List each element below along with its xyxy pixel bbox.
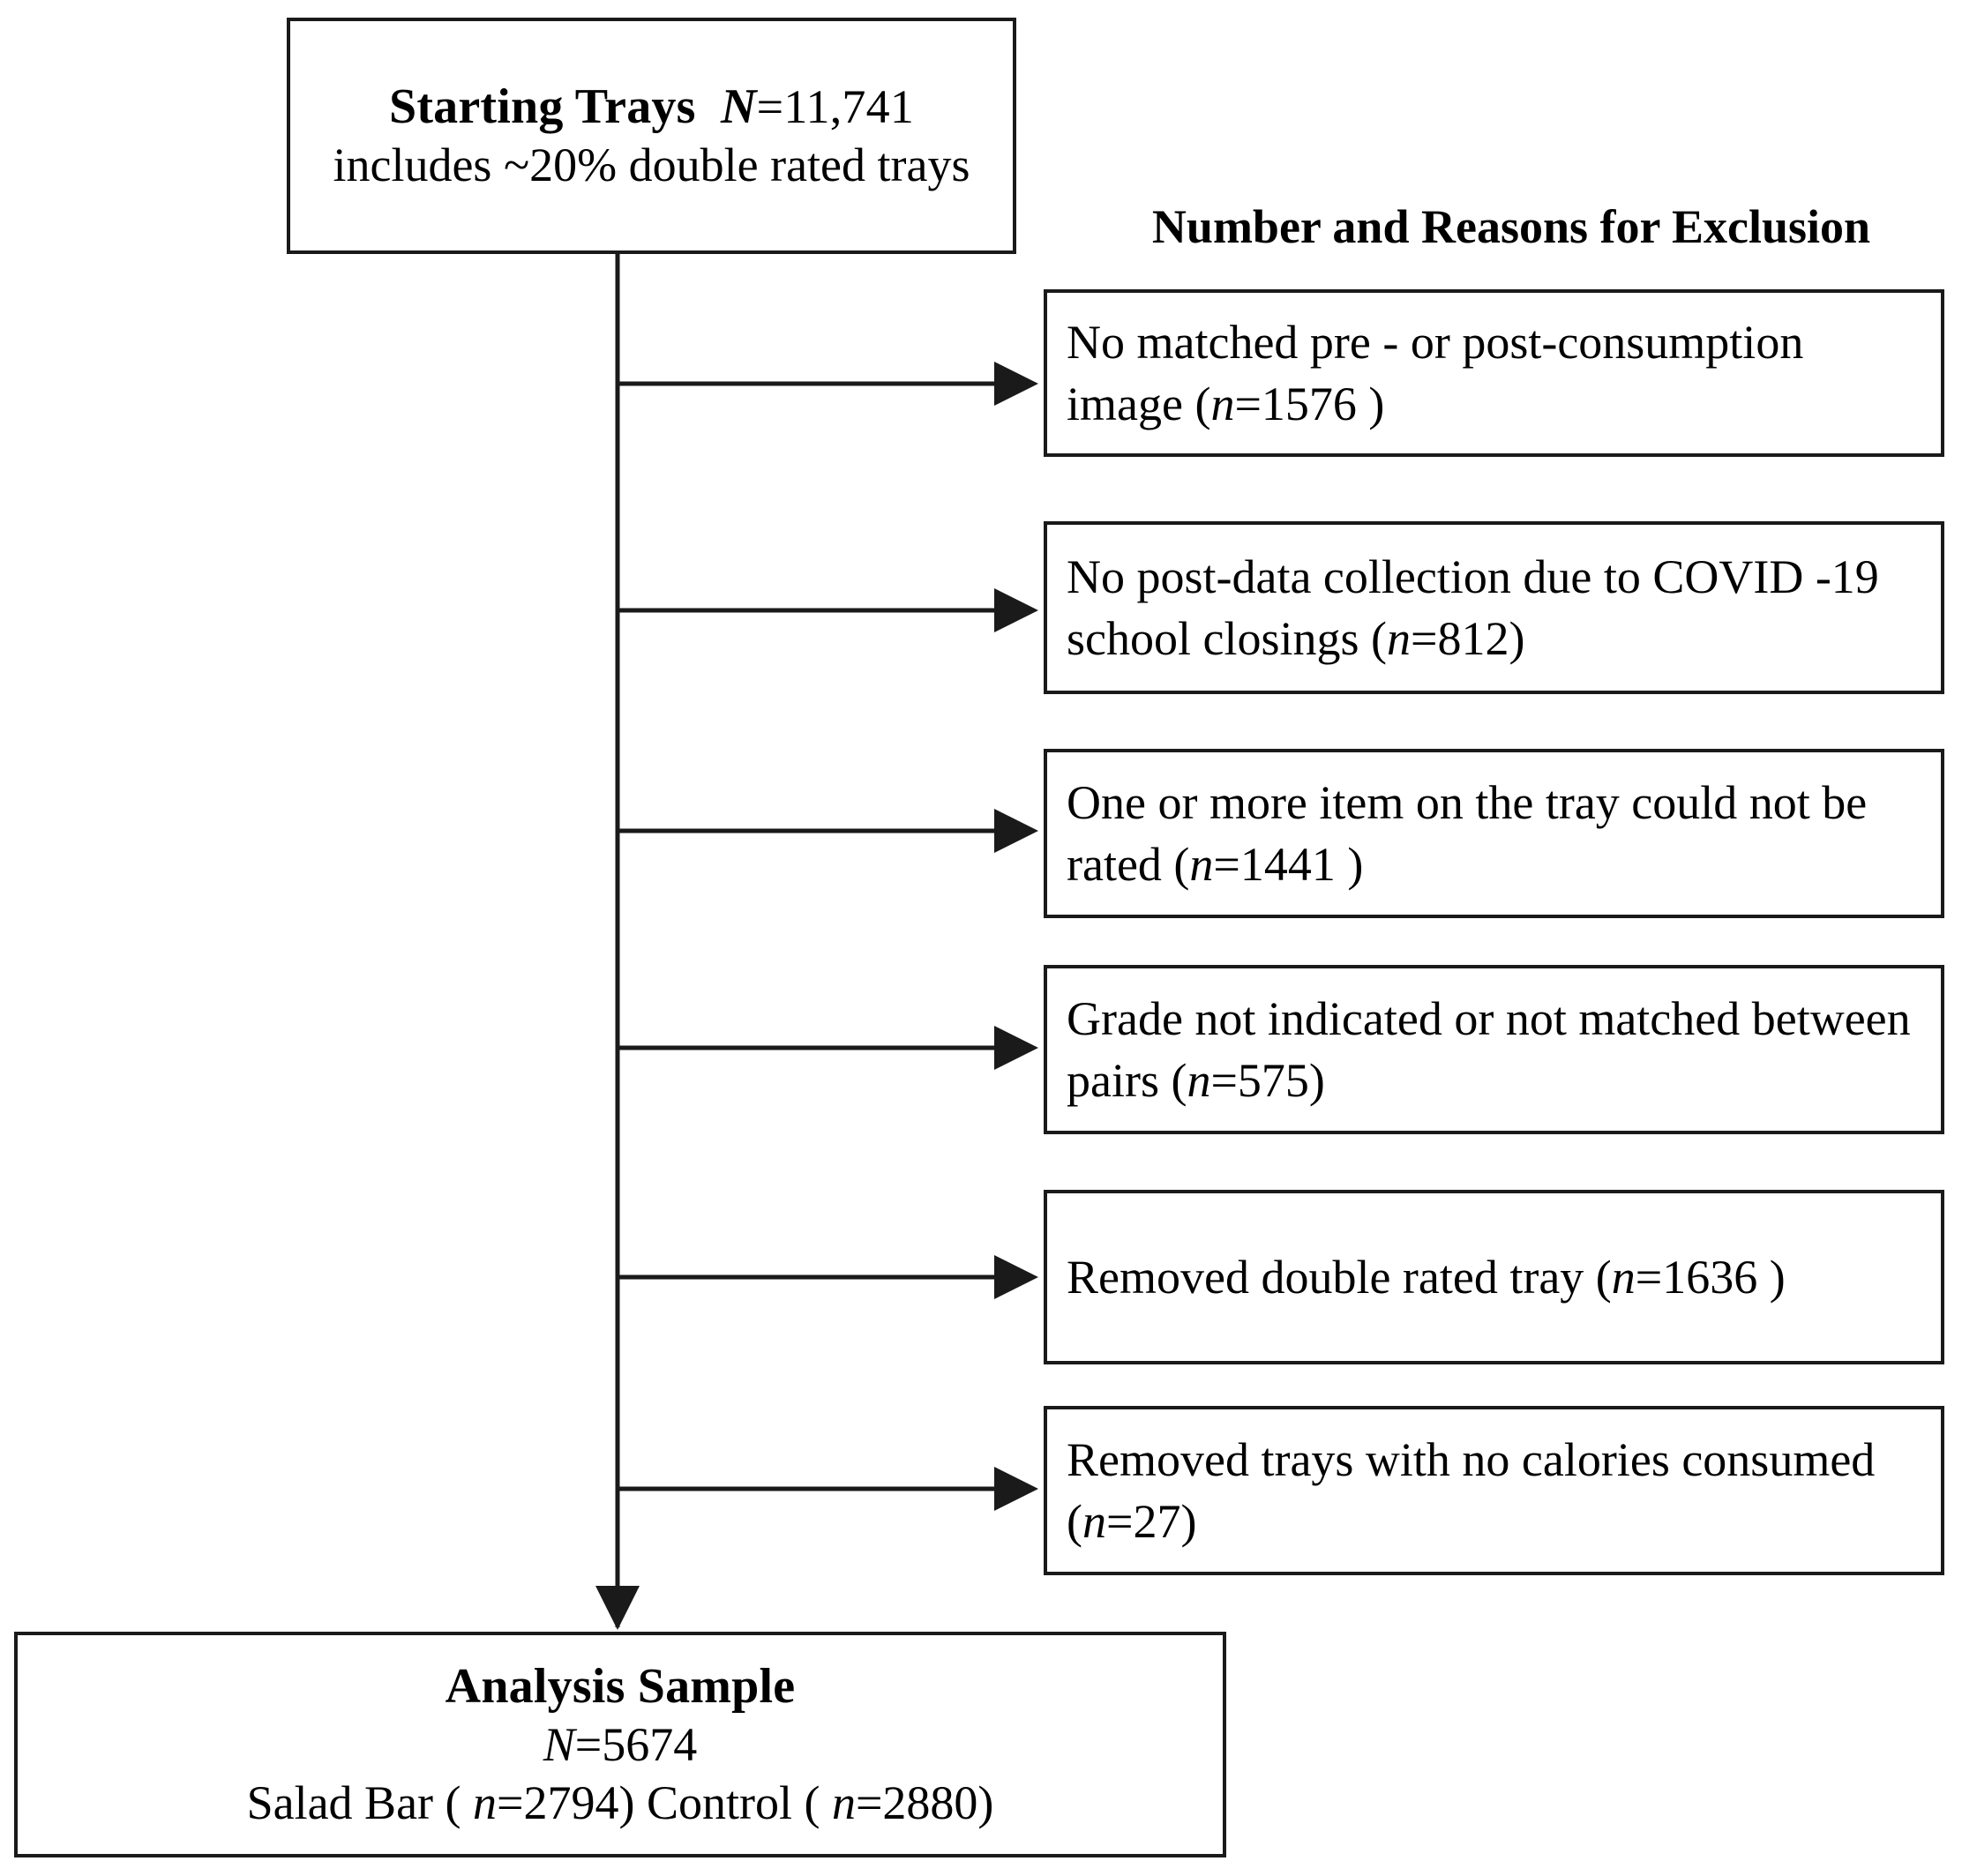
group-b-label: Control ( xyxy=(646,1776,820,1830)
group-b-var: n xyxy=(831,1776,856,1830)
exclusion-box-3: One or more item on the tray could not b… xyxy=(1044,749,1944,918)
analysis-sample-title: Analysis Sample xyxy=(445,1658,796,1714)
exclusion-text-4-after: ) xyxy=(1308,1054,1325,1107)
exclusion-text-1: No matched pre - or post-consumption ima… xyxy=(1067,311,1921,435)
exclusion-value-4: =575 xyxy=(1210,1054,1309,1107)
exclusion-value-2: =812 xyxy=(1410,612,1509,665)
exclusion-text-3-after: ) xyxy=(1335,838,1364,891)
group-a-var: n xyxy=(473,1776,497,1830)
exclusion-var-3: n xyxy=(1189,838,1214,891)
group-a-value: =2794 xyxy=(497,1776,619,1830)
exclusion-text-6-before: Removed trays with no calories consumed … xyxy=(1067,1432,1876,1548)
exclusion-text-2-before: No post-data collection due to COVID -19… xyxy=(1067,549,1879,665)
exclusion-var-6: n xyxy=(1082,1495,1106,1548)
group-a-close: ) xyxy=(618,1776,635,1830)
exclusion-var-1: n xyxy=(1210,377,1235,430)
exclusion-value-5: =1636 xyxy=(1635,1250,1758,1304)
exclusion-text-6: Removed trays with no calories consumed … xyxy=(1067,1429,1921,1552)
exclusion-text-2: No post-data collection due to COVID -19… xyxy=(1067,546,1921,669)
group-b-close: ) xyxy=(977,1776,994,1830)
node-starting-trays: Starting Trays N=11,741 includes ~20% do… xyxy=(287,18,1016,254)
starting-trays-subtitle: includes ~20% double rated trays xyxy=(333,138,970,192)
exclusion-text-4: Grade not indicated or not matched betwe… xyxy=(1067,988,1921,1111)
exclusion-text-1-after: ) xyxy=(1356,377,1385,430)
exclusion-value-6: =27 xyxy=(1105,1495,1181,1548)
exclusion-text-3-before: One or more item on the tray could not b… xyxy=(1067,775,1868,891)
exclusion-value-1: =1576 xyxy=(1234,377,1357,430)
exclusion-var-2: n xyxy=(1386,612,1411,665)
exclusion-text-2-after: ) xyxy=(1509,612,1525,665)
exclusion-text-5: Removed double rated tray (n=1636 ) xyxy=(1067,1246,1921,1308)
node-analysis-sample: Analysis Sample N=5674 Salad Bar ( n=279… xyxy=(14,1632,1226,1857)
exclusion-box-2: No post-data collection due to COVID -19… xyxy=(1044,521,1944,694)
exclusions-header: Number and Reasons for Exclusion xyxy=(1151,200,1871,253)
exclusion-text-1-before: No matched pre - or post-consumption ima… xyxy=(1067,315,1804,430)
exclusion-text-5-after: ) xyxy=(1757,1250,1786,1304)
exclusion-var-5: n xyxy=(1611,1250,1636,1304)
exclusion-box-1: No matched pre - or post-consumption ima… xyxy=(1044,289,1944,457)
exclusion-var-4: n xyxy=(1187,1054,1211,1107)
starting-trays-label: Starting Trays xyxy=(388,78,696,134)
group-b-value: =2880 xyxy=(855,1776,978,1830)
exclusion-value-3: =1441 xyxy=(1213,838,1336,891)
analysis-sample-total-var: N xyxy=(543,1718,575,1772)
group-a-label: Salad Bar ( xyxy=(246,1776,461,1830)
exclusion-box-4: Grade not indicated or not matched betwe… xyxy=(1044,965,1944,1134)
starting-trays-title: Starting Trays N=11,741 xyxy=(389,77,914,137)
exclusion-text-3: One or more item on the tray could not b… xyxy=(1067,772,1921,895)
exclusion-text-4-before: Grade not indicated or not matched betwe… xyxy=(1067,991,1911,1107)
exclusion-text-5-before: Removed double rated tray ( xyxy=(1067,1250,1612,1304)
starting-trays-value: =11,741 xyxy=(756,79,915,133)
exclusion-text-6-after: ) xyxy=(1180,1495,1197,1548)
analysis-sample-total: N=5674 xyxy=(543,1716,698,1775)
exclusion-box-6: Removed trays with no calories consumed … xyxy=(1044,1406,1944,1575)
starting-trays-var: N xyxy=(721,78,757,134)
exclusion-box-5: Removed double rated tray (n=1636 ) xyxy=(1044,1190,1944,1364)
analysis-sample-total-value: =5674 xyxy=(574,1718,698,1772)
analysis-sample-groups: Salad Bar ( n=2794) Control ( n=2880) xyxy=(247,1775,994,1833)
